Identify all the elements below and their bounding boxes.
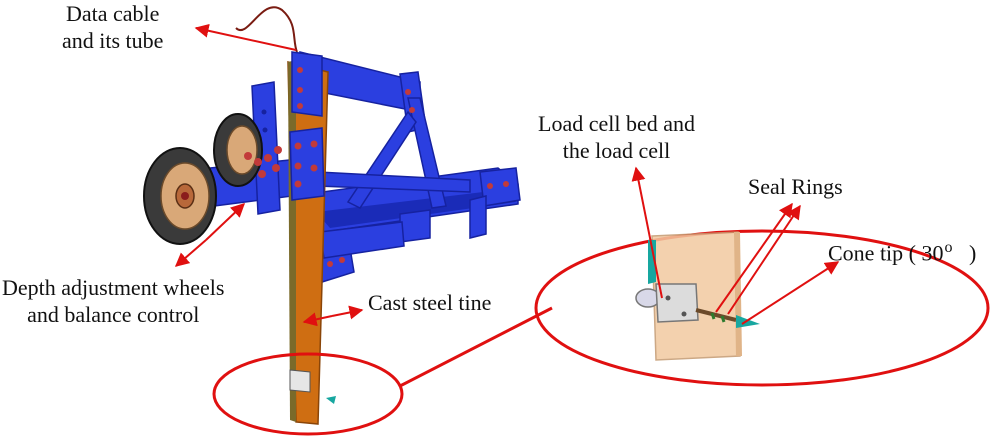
probe-detail — [635, 231, 760, 361]
degree-symbol: o — [944, 239, 953, 256]
arrow-data-cable — [194, 23, 297, 51]
arrow-depth-wheels-1 — [174, 239, 207, 267]
arrow-seal-ring-1 — [715, 202, 793, 313]
label-data-cable-line-2: and its tube — [62, 28, 164, 53]
label-load-cell-line-1: Load cell bed and — [538, 111, 695, 136]
label-cone-tip-close: ) — [969, 240, 977, 266]
arrow-tine-2 — [331, 305, 364, 320]
arrow-tine-1 — [302, 312, 333, 327]
zoom-connector — [399, 306, 553, 388]
callout-arrows — [174, 23, 364, 327]
arrow-seal-ring-2 — [727, 204, 801, 315]
arrow-depth-wheels-2 — [205, 203, 246, 241]
label-seal-rings: Seal Rings — [748, 174, 843, 199]
arrow-cone-tip — [741, 261, 840, 325]
label-cone-tip: Cone tip ( 30o ) — [828, 234, 976, 266]
label-cone-tip-text: Cone tip ( 30 — [828, 240, 944, 266]
label-depth-wheels-line-2: and balance control — [27, 302, 200, 327]
label-data-cable-line-1: Data cable — [66, 1, 160, 26]
label-depth-wheels: Depth adjustment wheels and balance cont… — [2, 274, 224, 328]
data-cable — [235, 6, 298, 53]
label-load-cell: Load cell bed and the load cell — [538, 110, 695, 164]
label-depth-wheels-line-1: Depth adjustment wheels — [2, 275, 225, 300]
penetrometer-frame — [143, 6, 521, 425]
zoom-circle-large — [534, 229, 990, 387]
label-data-cable: Data cable and its tube — [62, 0, 163, 54]
label-cast-steel-tine: Cast steel tine — [368, 290, 492, 315]
cone-tip — [736, 315, 760, 328]
probe-shaft — [695, 308, 737, 322]
zoom-circle-small — [212, 352, 404, 436]
load-cell — [655, 283, 699, 323]
arrow-load-cell — [631, 166, 663, 299]
label-load-cell-line-2: the load cell — [562, 138, 671, 163]
callout-arrows-right — [631, 166, 840, 325]
